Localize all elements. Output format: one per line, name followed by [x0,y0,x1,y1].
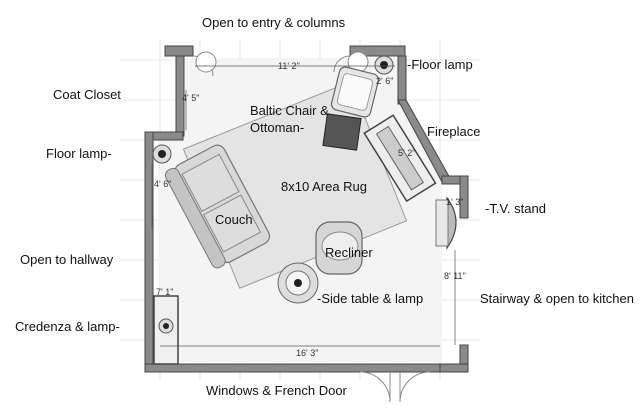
floor-lamp-top [374,55,394,75]
dim-credenza: 7' 1" [156,287,173,297]
credenza [153,295,179,365]
dim-top-wall: 11' 2" [278,61,300,71]
side-table [277,262,319,304]
dim-bottom: 16' 3" [296,348,318,358]
label-entry: Open to entry & columns [202,15,346,30]
label-fireplace: Fireplace [427,124,480,139]
couch [164,144,271,269]
label-hallway: Open to hallway [20,252,114,267]
label-tv-stand: -T.V. stand [485,201,546,216]
dim-top-right: 2' 6" [376,76,393,86]
dim-tv: 1' 3" [446,197,463,207]
dimension-lines [151,65,456,347]
dim-closet: 4' 5" [182,93,199,103]
floor-lamp-left [152,144,172,164]
doors [192,51,431,403]
label-floor-lamp-top: -Floor lamp [407,57,473,72]
label-windows: Windows & French Door [206,383,348,398]
label-baltic-chair-1: Baltic Chair & [250,103,329,118]
recliner [315,221,363,275]
walls [144,45,469,373]
fireplace-unit [363,114,437,203]
label-floor-lamp-left: Floor lamp- [46,146,112,161]
label-credenza: Credenza & lamp- [15,319,120,334]
label-baltic-chair-2: Ottoman- [250,120,304,135]
label-coat-closet: Coat Closet [53,87,121,102]
ottoman [322,113,362,151]
label-side-table: -Side table & lamp [317,291,423,306]
tv-base [435,199,449,247]
dim-right: 8' 11" [444,271,466,281]
label-couch: Couch [215,212,253,227]
dim-left-mid: 4' 6" [154,179,171,189]
label-recliner: Recliner [325,245,373,260]
baltic-chair [330,66,380,118]
tv-stand [446,196,457,250]
dim-fireplace: 5' 2" [398,148,415,158]
label-area-rug: 8x10 Area Rug [281,179,367,194]
label-stairway: Stairway & open to kitchen [480,291,634,306]
